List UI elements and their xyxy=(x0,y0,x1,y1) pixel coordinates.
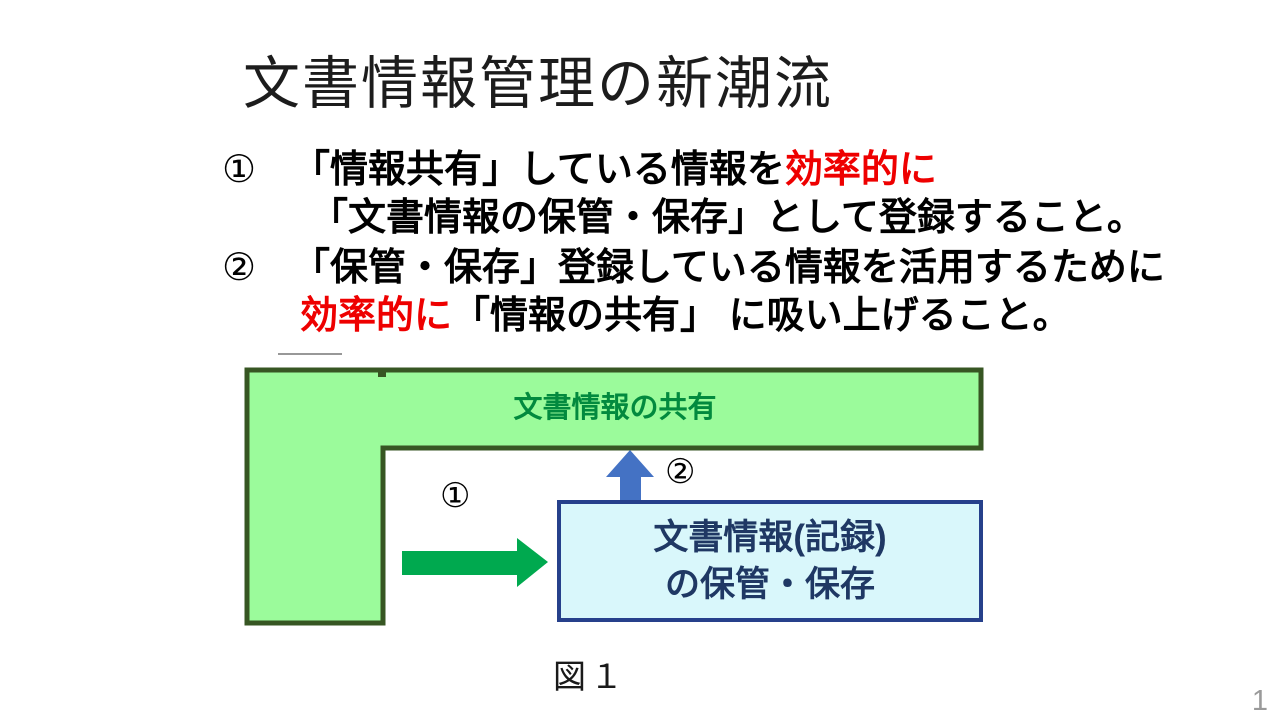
arrow-right-green xyxy=(402,538,548,587)
slide-title: 文書情報管理の新潮流 xyxy=(243,52,833,116)
point-1-text: 「情報共有」している情報を xyxy=(292,149,785,191)
point-1: ① 「情報共有」している情報を効率的に 「文書情報の保管・保存」として登録すること… xyxy=(222,146,1145,242)
point-1-line-1: ① 「情報共有」している情報を効率的に xyxy=(222,146,1145,194)
point-2: ② 「保管・保存」登録している情報を活用するために 効率的に「情報の共有」 に吸い… xyxy=(222,244,1165,340)
storage-box: 文書情報(記録) の保管・保存 xyxy=(557,500,983,622)
point-1-highlight: 効率的に xyxy=(784,149,937,191)
figure-caption: 図１ xyxy=(553,658,627,695)
arrow-up-blue xyxy=(606,450,654,500)
corner-tick xyxy=(378,369,386,377)
point-2-text-cont: 「情報の共有」 に吸い上げること。 xyxy=(452,295,1071,337)
point-2-highlight: 効率的に xyxy=(300,295,453,337)
storage-box-line-1: 文書情報(記録) xyxy=(653,517,887,557)
arrow-2-label: ② xyxy=(665,453,696,491)
arrow-1-label: ① xyxy=(440,477,471,515)
point-1-line-2: 「文書情報の保管・保存」として登録すること。 xyxy=(310,197,1145,239)
page-number: 1 xyxy=(1251,685,1268,717)
storage-box-line-2: の保管・保存 xyxy=(664,565,875,604)
point-1-marker: ① xyxy=(222,149,257,191)
point-2-line-2: 効率的に「情報の共有」 に吸い上げること。 xyxy=(222,292,1165,340)
point-2-line-1: ② 「保管・保存」登録している情報を活用するために xyxy=(222,244,1165,292)
point-2-text: 「保管・保存」登録している情報を活用するために xyxy=(292,247,1165,289)
shared-area-label: 文書情報の共有 xyxy=(513,392,717,424)
point-2-marker: ② xyxy=(222,247,257,289)
